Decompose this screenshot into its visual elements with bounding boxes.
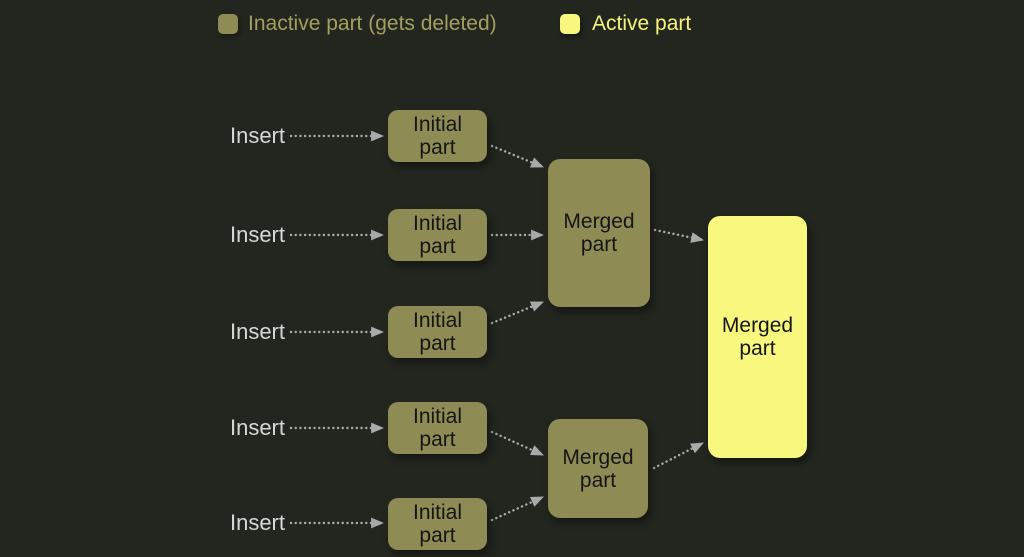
node-label: Initial part <box>412 212 463 258</box>
arrow-merged-top-to-final <box>653 228 705 243</box>
insert-label-5: Insert <box>229 510 285 535</box>
legend-active-swatch <box>560 14 580 34</box>
arrow-initial-5-to-merged-bottom <box>490 495 545 522</box>
insert-label-3: Insert <box>229 319 285 344</box>
node-label: Merged part <box>721 314 794 360</box>
legend-active-label: Active part <box>592 12 692 35</box>
legend-inactive-swatch <box>218 14 238 34</box>
node-initial-part-1: Initial part <box>388 110 487 162</box>
insert-label-4: Insert <box>229 415 285 440</box>
node-label: Initial part <box>412 405 463 451</box>
node-initial-part-2: Initial part <box>388 209 487 261</box>
node-initial-part-3: Initial part <box>388 306 487 358</box>
node-label: Initial part <box>412 113 463 159</box>
arrow-initial-3-to-merged-top <box>490 300 545 325</box>
node-label: Initial part <box>412 309 463 355</box>
node-merged-part-bottom: Merged part <box>548 419 648 518</box>
arrow-initial-1-to-merged-top <box>490 144 545 169</box>
node-initial-part-5: Initial part <box>388 498 487 550</box>
node-label: Merged part <box>562 445 634 492</box>
node-label: Merged part <box>563 210 635 256</box>
node-merged-part-final-active: Merged part <box>708 216 807 458</box>
arrow-merged-bottom-to-final <box>652 441 705 470</box>
node-label: Initial part <box>412 501 463 547</box>
insert-label-1: Insert <box>229 123 285 148</box>
insert-label-2: Insert <box>229 222 285 247</box>
legend-inactive-label: Inactive part (gets deleted) <box>248 12 497 35</box>
node-initial-part-4: Initial part <box>388 402 487 454</box>
arrow-initial-4-to-merged-bottom <box>490 430 545 457</box>
node-merged-part-top: Merged part <box>548 159 650 307</box>
